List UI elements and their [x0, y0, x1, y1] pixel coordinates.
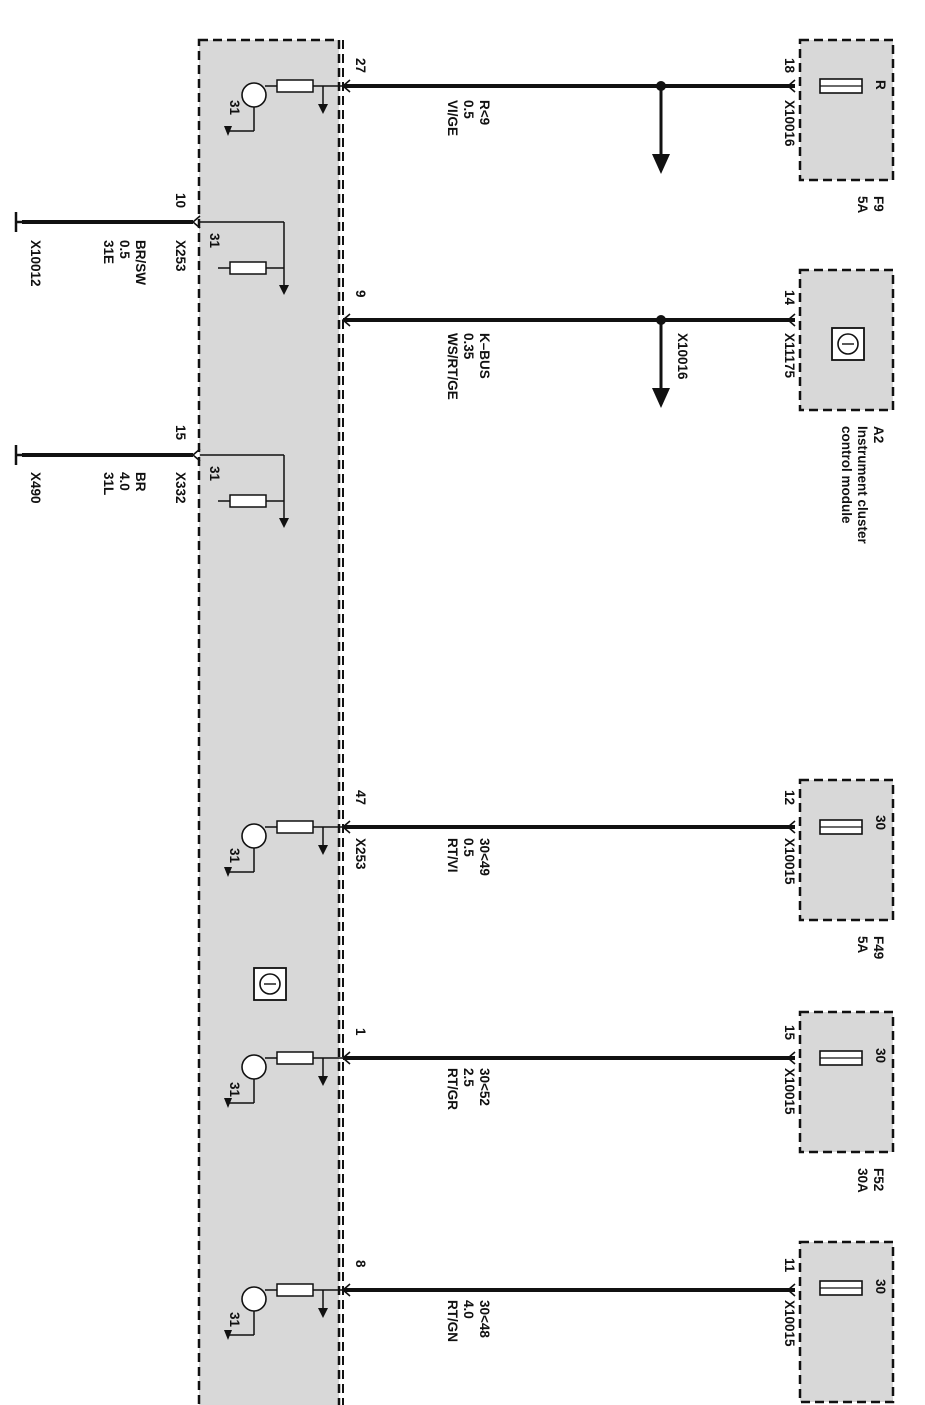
- driver-1-transistor: [241, 823, 267, 849]
- f52-pin-label: 30: [873, 1048, 888, 1064]
- fuse-f48-box: [798, 1240, 895, 1404]
- ground-10-gnd-conn: X10012: [28, 240, 43, 287]
- wire-47-conn-right: X10015: [782, 838, 797, 885]
- wire-47-pin-left: 47: [353, 790, 368, 806]
- ground-15-pin: 15: [173, 425, 188, 441]
- ground-wire-0-connector: [191, 215, 201, 229]
- wire-8-pin-right: 11: [782, 1258, 797, 1273]
- driver-0-ground-symbol: [224, 126, 232, 136]
- ground-15-gnd-conn: X490: [28, 472, 43, 504]
- ground-wire-0-ground-symbol: [279, 285, 289, 295]
- wire-1-pin-left: 1: [353, 1028, 368, 1036]
- wire-1-pin-right: 15: [782, 1025, 797, 1041]
- ground-wire-1-ground-symbol: [279, 518, 289, 528]
- wire-1-conn-right: X10015: [782, 1068, 797, 1115]
- internal-ground-2: 31: [227, 848, 242, 864]
- driver-0-resistor: [276, 79, 314, 93]
- wire-2-right-connector: [786, 820, 796, 834]
- internal-ground-1: 31: [227, 100, 242, 116]
- ground-wire-1-connector: [191, 448, 201, 462]
- wire-9-pin-left: 9: [353, 290, 368, 298]
- driver-2-transistor: [241, 1054, 267, 1080]
- ground-10-pin: 10: [173, 193, 188, 209]
- wire-4-right-connector: [786, 1283, 796, 1297]
- driver-3-transistor: [241, 1286, 267, 1312]
- wire-9-pin-right: 14: [782, 290, 797, 306]
- driver-2-ground-symbol: [224, 1098, 232, 1108]
- driver-3-diode-arrow: [318, 1308, 328, 1318]
- f9-pin-label: R: [873, 80, 888, 90]
- driver-2-diode-arrow: [318, 1076, 328, 1086]
- wire-0-right-connector: [786, 79, 796, 93]
- f48-pin-label: 30: [873, 1279, 888, 1295]
- driver-3-ground-symbol: [224, 1330, 232, 1340]
- wire-27-pin-right: 18: [782, 58, 797, 74]
- wire-9-conn-right: X11175: [782, 333, 797, 379]
- branch-arrow-1: [652, 388, 670, 408]
- fuse-f9-box: [798, 38, 895, 182]
- control-module-symbol-circle: [259, 973, 281, 995]
- driver-0-diode-arrow: [318, 104, 328, 114]
- driver-1-diode-arrow: [318, 845, 328, 855]
- internal-ground-3: 31: [227, 1082, 242, 1098]
- wire-27-pin-left: 27: [353, 58, 368, 74]
- ground-15-internal: 31: [207, 466, 222, 482]
- branch-arrow-0: [652, 154, 670, 174]
- wire-47-pin-right: 12: [782, 790, 797, 806]
- internal-ground-4: 31: [227, 1312, 242, 1328]
- fuse-f49-box: [798, 778, 895, 922]
- wire-27-conn-right: X10016: [782, 100, 797, 147]
- driver-0-transistor: [241, 82, 267, 108]
- f49-pin-label: 30: [873, 815, 888, 831]
- wire-8-conn-right: X10015: [782, 1300, 797, 1347]
- ground-15-conn: X332: [173, 472, 188, 504]
- wire-8-pin-left: 8: [353, 1260, 368, 1268]
- wire-3-right-connector: [786, 1051, 796, 1065]
- wire-47-conn-left: X253: [353, 838, 368, 870]
- wire-1-right-connector: [786, 313, 796, 327]
- wire-1-left-connector: [341, 313, 351, 327]
- driver-1-resistor: [276, 820, 314, 834]
- cluster-module-symbol-circle: [837, 333, 859, 355]
- driver-3-resistor: [276, 1283, 314, 1297]
- wire-9-branch-conn: X10016: [675, 333, 690, 380]
- ground-wire-0-resistor: [229, 261, 267, 275]
- driver-2-resistor: [276, 1051, 314, 1065]
- fuse-f52-box: [798, 1010, 895, 1154]
- ground-wire-1-resistor: [229, 494, 267, 508]
- driver-1-ground-symbol: [224, 867, 232, 877]
- ground-10-conn: X253: [173, 240, 188, 272]
- ground-10-internal: 31: [207, 233, 222, 249]
